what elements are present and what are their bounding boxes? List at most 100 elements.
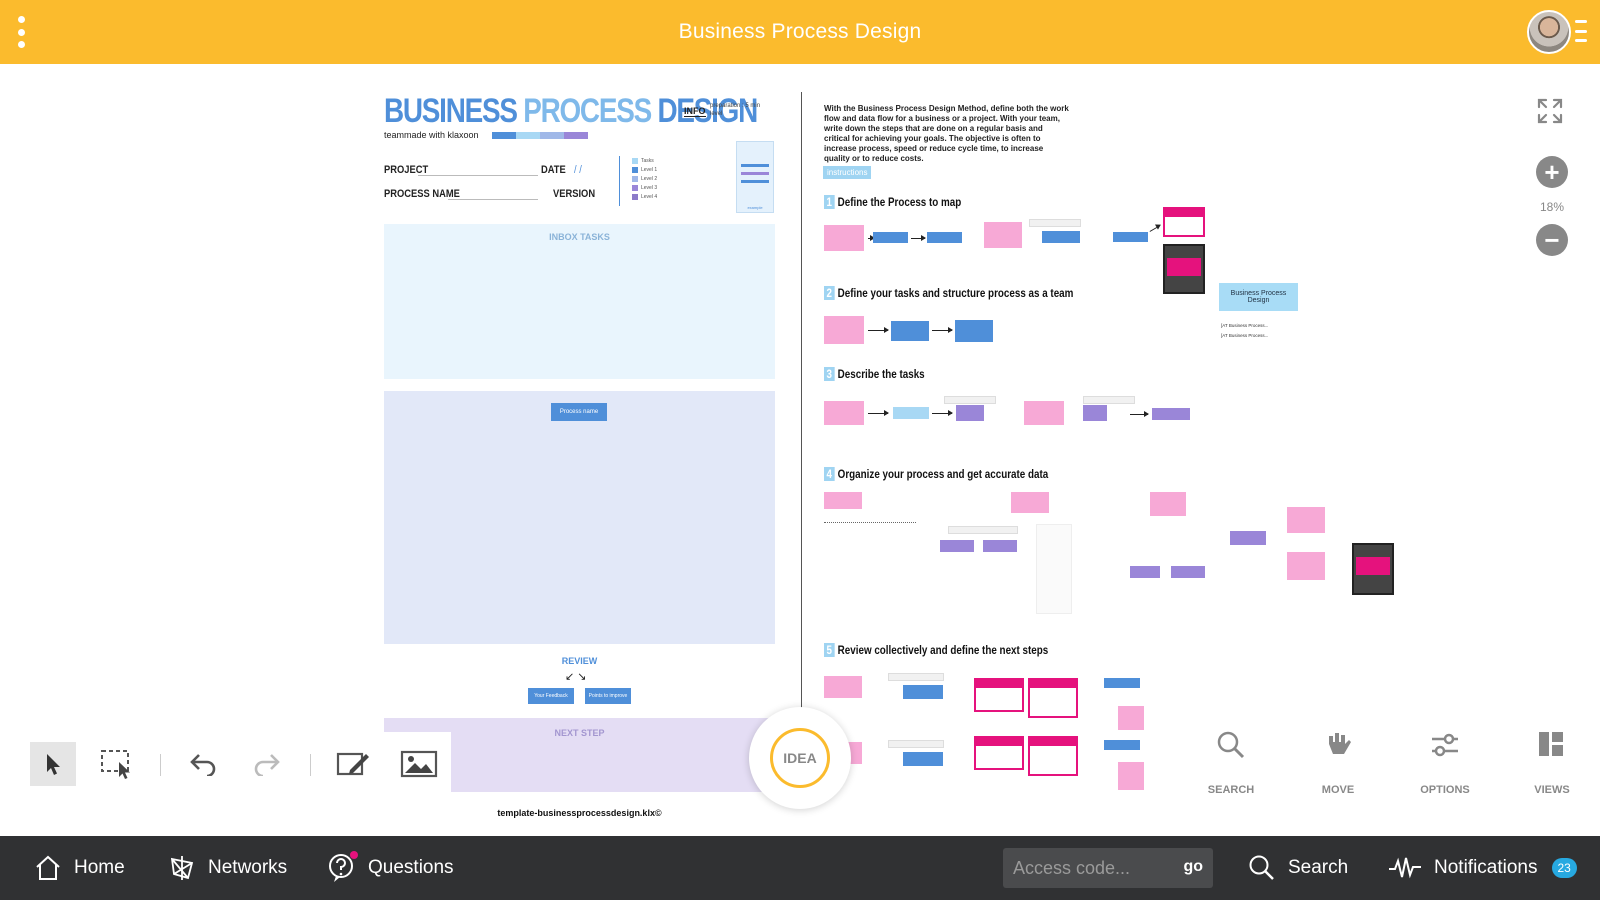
step4-phone [1352,543,1394,595]
area-select-tool[interactable] [94,742,140,786]
date-label: DATE [541,164,566,176]
select-tool[interactable] [30,742,76,786]
step4-note-pink-a [824,492,862,509]
step4-note-pink-e [1287,552,1325,580]
step3-note-purple-b [1083,405,1107,421]
step2-note-pink [824,316,864,344]
process-name-label: PROCESS NAME [384,188,460,200]
step1-note-pink-b [984,222,1022,248]
sliders-icon [1432,733,1458,757]
step3-note-purple [956,405,984,421]
template-divider [801,92,802,804]
options-tool[interactable]: OPTIONS [1400,724,1490,804]
step4-note-purple-d [1171,566,1205,578]
nav-home[interactable]: Home [34,836,125,900]
step1-toolbar [1029,219,1081,227]
step1-note-pink [824,225,864,251]
zoom-out-button[interactable]: − [1536,224,1568,256]
step5-card-a [974,678,1024,712]
inbox-tasks-zone[interactable]: INBOX TASKS [384,224,775,379]
step5-note-blue-b [1104,678,1140,688]
pen-board-icon [336,752,369,776]
template-subtitle: teammade with klaxoon [384,130,479,140]
step5-note-pink-b [1118,706,1144,730]
step5-note-pink-d [1118,762,1144,790]
project-label: PROJECT [384,164,429,176]
info-tag: INFO [684,106,706,117]
step4-note-purple-b [983,540,1017,552]
draw-tool[interactable] [330,742,376,786]
more-options-icon[interactable] [14,16,28,48]
views-tool[interactable]: VIEWS [1507,724,1597,804]
nav-notifications[interactable]: Notifications 23 [1388,836,1577,900]
home-icon [36,855,60,880]
your-feedback-note[interactable]: Your Feedback [528,688,574,704]
step5-note-pink-a [824,676,862,698]
step3-arrow [868,410,889,416]
step4-note-pink-d [1287,507,1325,533]
bpd-activity-list: [AT Business Process... [AT Business Pro… [1221,323,1269,338]
step5-card-d [1028,736,1078,776]
example-thumbnail[interactable]: example [736,141,774,213]
process-zone[interactable]: Process name [384,391,775,644]
step3-note-purple-c [1152,408,1190,420]
step1-card [1163,207,1205,237]
bottom-nav: Home Networks Questions go Search Notifi… [0,836,1600,900]
step2-note-blue-b [955,320,993,342]
date-value: / / [574,164,582,176]
step5-card-b [1028,678,1078,718]
preparation-info: preparation : 5 min level [710,103,761,117]
step1-phone [1163,244,1205,294]
move-hand-icon [1329,733,1351,754]
undo-button[interactable] [180,742,226,786]
nav-networks[interactable]: Networks [168,836,287,900]
step2-arrow [868,327,889,333]
nav-search[interactable]: Search [1248,836,1348,900]
instructions-tag: instructions [823,166,872,179]
pulse-icon [1389,857,1421,879]
search-icon [1217,731,1245,759]
step1-arrow [911,235,926,241]
step1-note-blue-b [927,232,962,243]
cursor-icon [47,754,60,775]
step3-note-pink [824,401,864,425]
user-avatar[interactable] [1527,10,1571,54]
step4-note-purple-c [1130,566,1160,578]
color-bar [492,132,588,139]
process-name-note[interactable]: Process name [551,403,607,421]
step5-note-blue-d [1104,740,1140,750]
nav-questions[interactable]: Questions [328,836,454,900]
redo-button[interactable] [244,742,290,786]
step3-toolbar-b [1083,396,1135,404]
zoom-in-button[interactable]: + [1536,156,1568,188]
go-button[interactable]: go [1183,858,1203,875]
image-tool[interactable] [396,742,442,786]
access-code-input[interactable] [1013,856,1173,880]
idea-button[interactable]: IDEA [749,707,851,809]
move-tool[interactable]: MOVE [1293,724,1383,804]
points-to-improve-note[interactable]: Points to improve [585,688,631,704]
image-icon [400,750,438,778]
board-canvas[interactable]: BUSINESS PROCESS DESIGN teammade with kl… [0,64,1600,836]
fullscreen-icon[interactable] [1537,98,1563,124]
bpd-activity-card: Business Process Design [1219,283,1298,311]
process-name-line [448,199,538,200]
review-label: REVIEW [561,656,598,666]
network-icon [170,856,194,880]
step3-toolbar [944,396,996,404]
idea-label: IDEA [770,728,830,788]
participants-menu-icon[interactable] [1575,20,1587,42]
search-icon [1249,855,1274,880]
step4-note-pink-b [1011,492,1049,513]
step1-note-blue-d [1113,232,1148,242]
step5-toolbar-a [888,673,944,681]
step1-note-blue-a [873,232,908,243]
undo-icon [190,754,216,776]
zoom-level: 18% [1539,200,1565,214]
step1-arrow [1149,225,1161,232]
project-line [418,175,538,176]
search-tool[interactable]: SEARCH [1186,724,1276,804]
